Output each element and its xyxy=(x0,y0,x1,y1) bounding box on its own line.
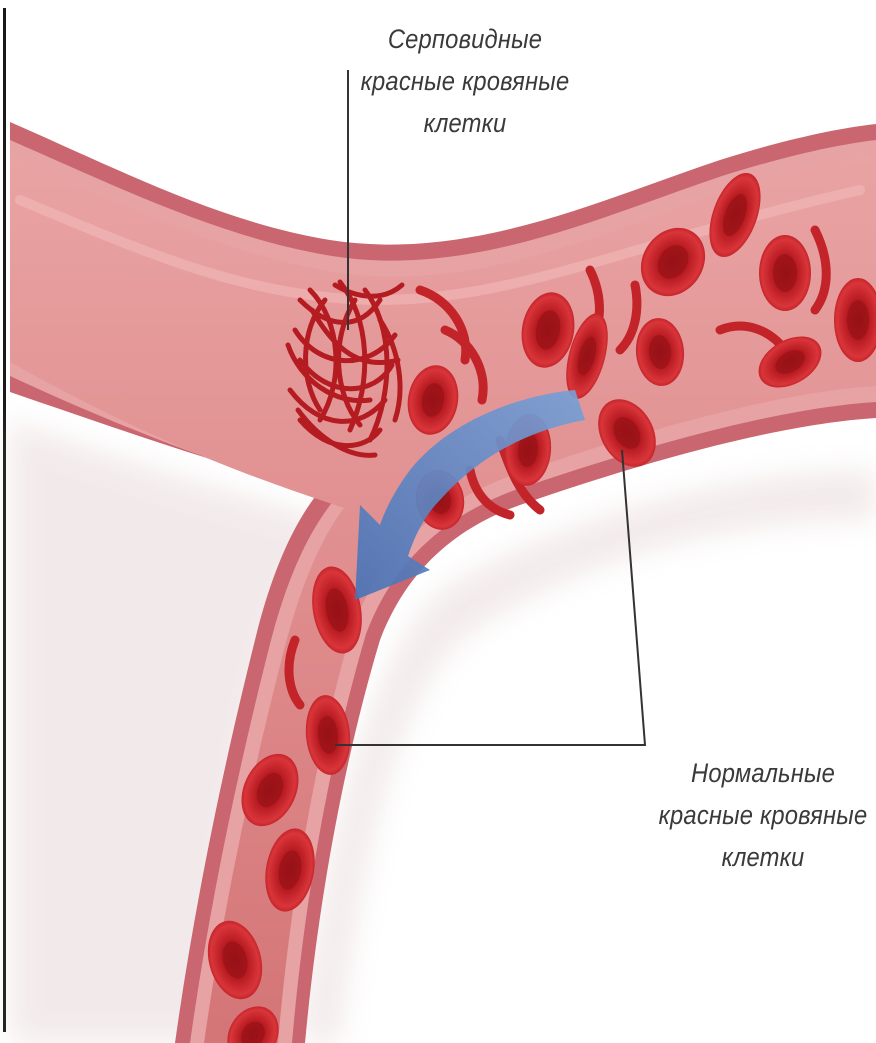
sickle-cells-label: Серповидные красные кровяные клетки xyxy=(346,18,584,144)
normal-label-line-1: Нормальные xyxy=(644,752,876,794)
normal-cells-label: Нормальные красные кровяные клетки xyxy=(644,752,876,878)
sickle-label-line-3: клетки xyxy=(346,102,584,144)
sickle-label-line-1: Серповидные xyxy=(346,18,584,60)
normal-label-line-2: красные кровяные xyxy=(644,794,876,836)
sickle-label-line-2: красные кровяные xyxy=(346,60,584,102)
normal-label-line-3: клетки xyxy=(644,836,876,878)
